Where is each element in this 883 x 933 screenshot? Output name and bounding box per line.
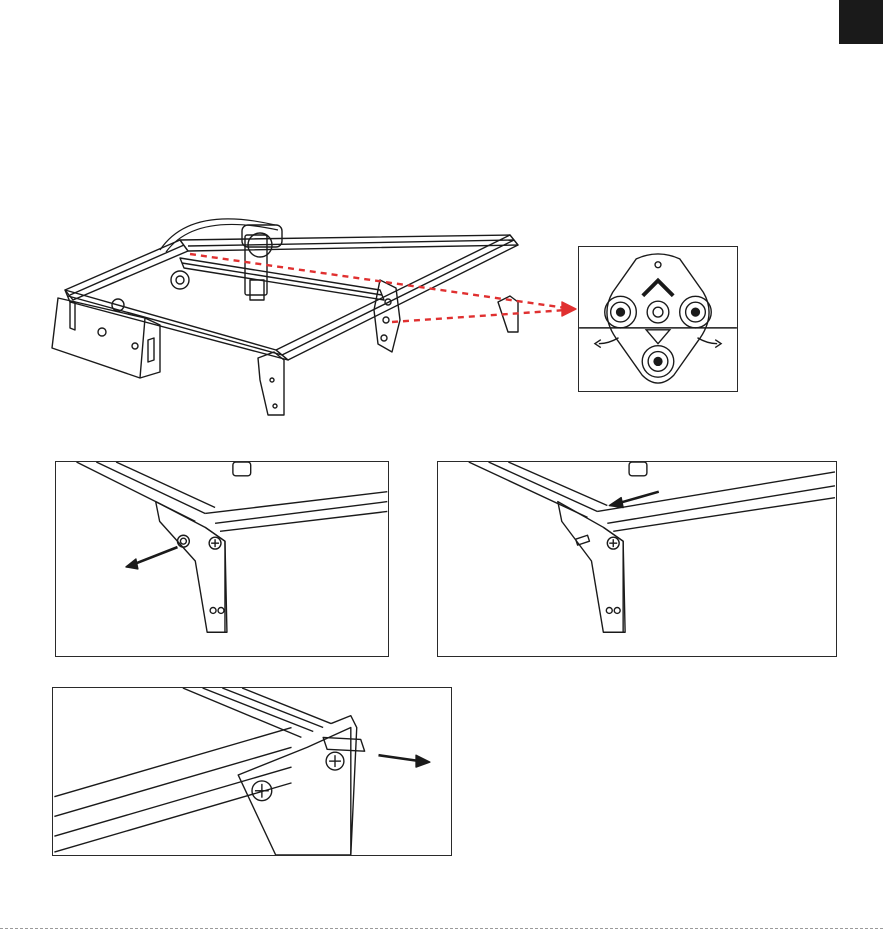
roller-wheel-detail-inset bbox=[579, 247, 737, 391]
page-footer-rule bbox=[0, 928, 883, 929]
roller-detail-inset bbox=[578, 246, 738, 392]
corner-bracket-pull-left-illustration bbox=[56, 462, 388, 656]
corner-bracket-slide-left-illustration bbox=[438, 462, 836, 656]
laser-engraver-frame-illustration bbox=[40, 210, 600, 420]
machine-overview-illustration bbox=[40, 210, 600, 420]
section-tab-shape bbox=[839, 0, 883, 44]
step-3-illustration bbox=[52, 687, 452, 856]
section-tab bbox=[839, 0, 883, 44]
corner-bracket-pull-right-illustration bbox=[53, 688, 451, 855]
step-2-illustration bbox=[437, 461, 837, 657]
step-1-illustration bbox=[55, 461, 389, 657]
